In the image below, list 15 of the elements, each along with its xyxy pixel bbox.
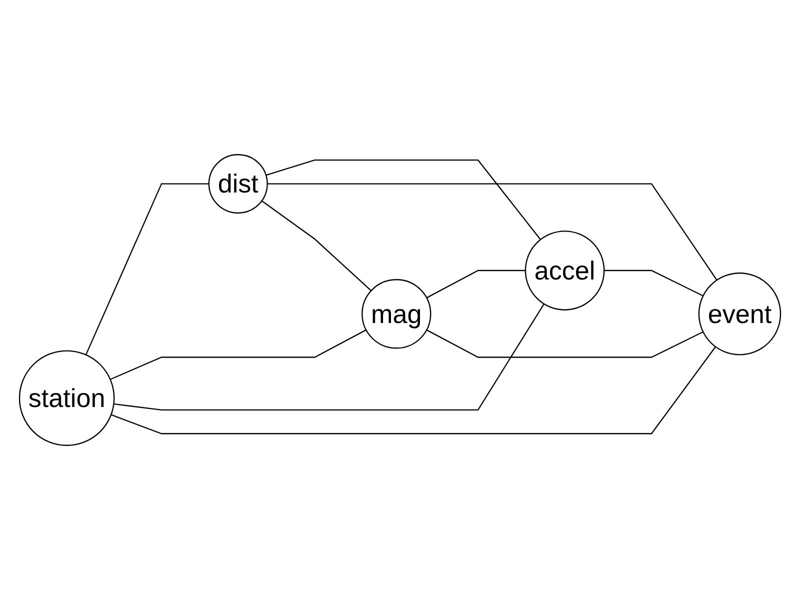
node-circle: accel	[524, 230, 605, 310]
connector	[426, 270, 526, 298]
connector	[110, 346, 716, 434]
node-circle: event	[698, 272, 782, 356]
connector	[261, 200, 372, 292]
node-circle: station	[18, 350, 115, 446]
connector	[604, 270, 704, 296]
node-circle: mag	[362, 279, 432, 349]
connector	[85, 183, 209, 356]
connector	[267, 183, 718, 280]
connector	[110, 329, 366, 380]
node-circle: dist	[208, 154, 268, 214]
connector	[114, 304, 545, 411]
connector	[426, 329, 704, 358]
connector	[266, 159, 541, 240]
